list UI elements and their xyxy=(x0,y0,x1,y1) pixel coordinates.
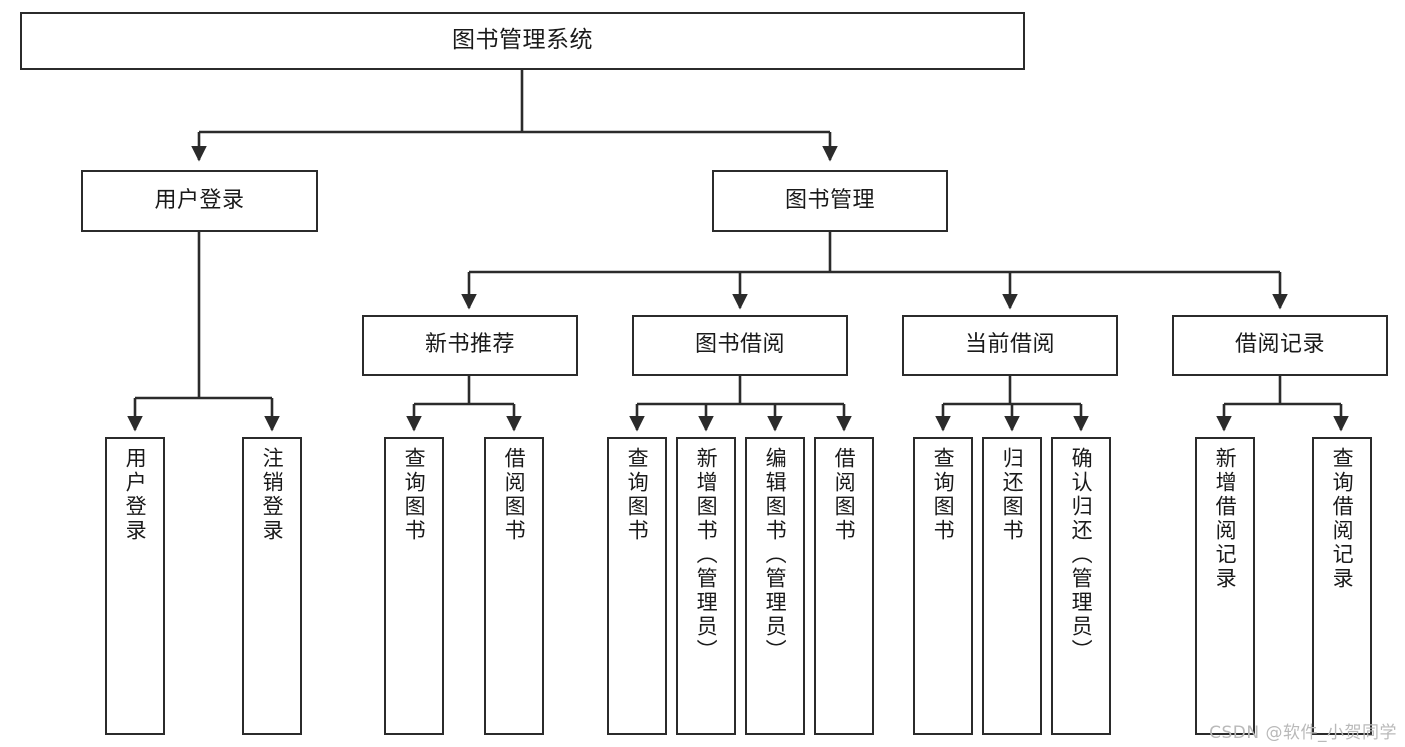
node-user-login[interactable]: 用户登录 xyxy=(81,170,318,232)
node-label: 图书管理系统 xyxy=(452,27,593,54)
node-label: 查询借阅记录 xyxy=(1330,447,1355,591)
node-label: 归还图书 xyxy=(1000,447,1025,543)
node-label: 图书借阅 xyxy=(694,332,785,358)
node-label: 编辑图书（管理员） xyxy=(763,447,788,663)
leaf-book-borrow-add-admin[interactable]: 新增图书（管理员） xyxy=(676,437,736,735)
node-label: 新增图书（管理员） xyxy=(694,447,719,663)
node-label: 当前借阅 xyxy=(964,332,1055,358)
leaf-current-borrow-return[interactable]: 归还图书 xyxy=(982,437,1042,735)
node-label: 用户登录 xyxy=(154,187,245,213)
node-label: 图书管理 xyxy=(784,187,875,213)
node-borrow-record[interactable]: 借阅记录 xyxy=(1172,315,1388,376)
node-label: 借阅图书 xyxy=(502,447,527,543)
leaf-current-borrow-confirm-admin[interactable]: 确认归还（管理员） xyxy=(1051,437,1111,735)
node-book-borrow[interactable]: 图书借阅 xyxy=(632,315,848,376)
node-current-borrow[interactable]: 当前借阅 xyxy=(902,315,1118,376)
node-new-book-recommend[interactable]: 新书推荐 xyxy=(362,315,578,376)
node-root-book-management-system[interactable]: 图书管理系统 xyxy=(20,12,1025,70)
leaf-book-borrow-borrow[interactable]: 借阅图书 xyxy=(814,437,874,735)
leaf-current-borrow-query[interactable]: 查询图书 xyxy=(913,437,973,735)
leaf-new-book-borrow[interactable]: 借阅图书 xyxy=(484,437,544,735)
node-label: 新增借阅记录 xyxy=(1213,447,1238,591)
node-label: 确认归还（管理员） xyxy=(1069,447,1094,663)
node-label: 查询图书 xyxy=(625,447,650,543)
node-label: 查询图书 xyxy=(402,447,427,543)
node-book-management[interactable]: 图书管理 xyxy=(712,170,948,232)
node-label: 用户登录 xyxy=(123,447,148,543)
node-label: 注销登录 xyxy=(260,447,285,543)
leaf-borrow-record-add[interactable]: 新增借阅记录 xyxy=(1195,437,1255,735)
node-label: 借阅图书 xyxy=(832,447,857,543)
node-label: 新书推荐 xyxy=(424,332,515,358)
leaf-book-borrow-query[interactable]: 查询图书 xyxy=(607,437,667,735)
leaf-user-login-logout[interactable]: 注销登录 xyxy=(242,437,302,735)
leaf-borrow-record-query[interactable]: 查询借阅记录 xyxy=(1312,437,1372,735)
node-label: 查询图书 xyxy=(931,447,956,543)
leaf-new-book-query[interactable]: 查询图书 xyxy=(384,437,444,735)
leaf-user-login-login[interactable]: 用户登录 xyxy=(105,437,165,735)
leaf-book-borrow-edit-admin[interactable]: 编辑图书（管理员） xyxy=(745,437,805,735)
csdn-watermark: CSDN @软件_小贺同学 xyxy=(1209,723,1397,743)
node-label: 借阅记录 xyxy=(1234,332,1325,358)
